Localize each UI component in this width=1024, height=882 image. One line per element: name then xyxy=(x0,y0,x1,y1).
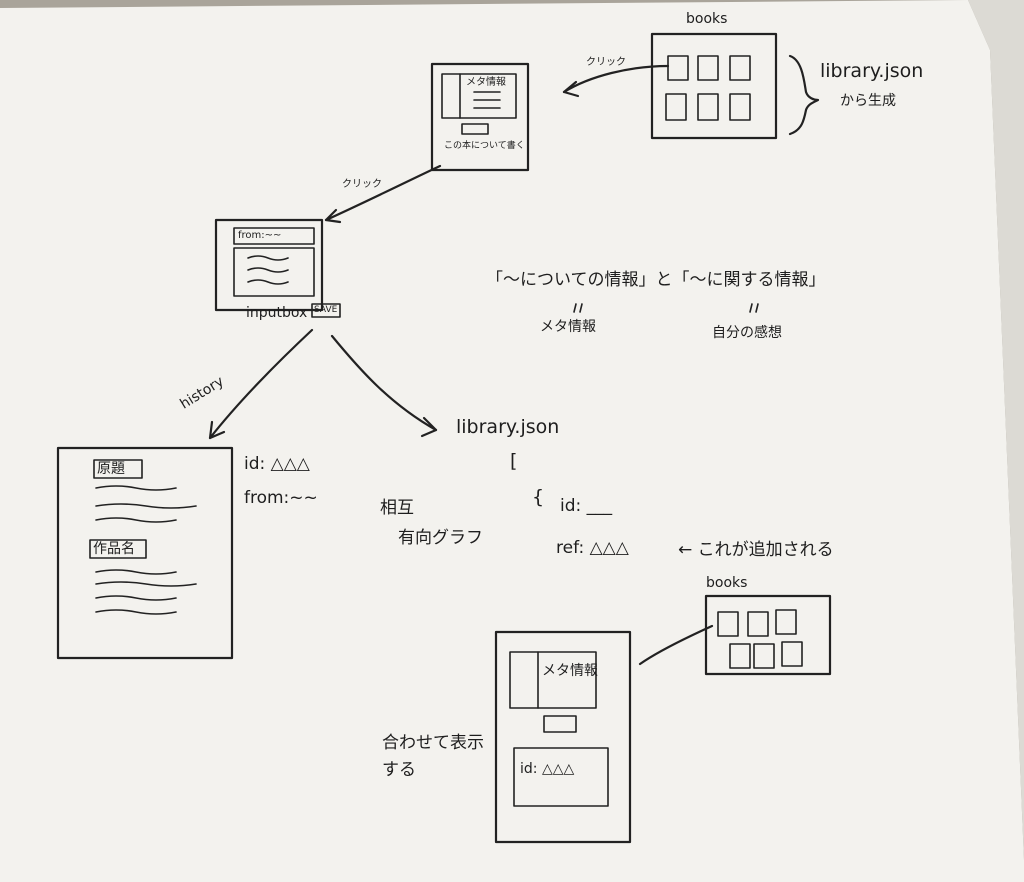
meta-info-small-label: メタ情報 xyxy=(466,77,506,88)
json-brace: { xyxy=(532,486,545,508)
input-page-mock xyxy=(214,218,341,318)
detail-page-mock xyxy=(430,62,530,172)
paper-underlay xyxy=(968,0,1024,860)
library-json-label-top: library.json xyxy=(820,60,924,82)
added-note-label: ← これが追加される xyxy=(678,540,834,560)
books-grid-top xyxy=(650,32,778,140)
arrow-click-mid xyxy=(324,164,442,222)
save-label: SAVE xyxy=(314,305,338,315)
mutual-label: 相互 xyxy=(380,498,414,518)
json-bracket: [ xyxy=(510,450,518,472)
arrow-library xyxy=(330,334,438,432)
library-json-label-mid: library.json xyxy=(456,416,560,438)
history-document xyxy=(56,446,234,660)
books-label-bottom: books xyxy=(706,575,748,591)
books-grid-bottom xyxy=(704,594,832,676)
arrow-history xyxy=(208,328,314,440)
generate-from-label: から生成 xyxy=(840,93,896,109)
directed-graph-label: 有向グラフ xyxy=(398,528,483,548)
click-label-top: クリック xyxy=(586,57,626,68)
meta-info-bottom-label: メタ情報 xyxy=(542,663,598,679)
card-title-1: 原題 xyxy=(97,461,125,477)
curly-brace-top xyxy=(788,54,820,136)
arrow-click-top xyxy=(562,64,670,94)
from-field-2-label: from:~~ xyxy=(244,488,318,508)
id-field-label: id: △△△ xyxy=(244,454,310,474)
display-together-label: 合わせて表示する xyxy=(382,733,484,781)
id-bottom-label: id: △△△ xyxy=(520,761,575,777)
bottom-detail-page xyxy=(494,630,632,844)
click-label-mid: クリック xyxy=(342,179,382,190)
inputbox-label: inputbox xyxy=(246,305,308,321)
meta-info-mid-label: メタ情報 xyxy=(540,319,596,335)
from-field-label: from:~~ xyxy=(238,230,282,241)
write-here-label: この本について書く xyxy=(444,141,525,151)
books-label-top: books xyxy=(686,11,728,27)
info-phrases-label: 「～についての情報」と「～に関する情報」 xyxy=(486,270,826,290)
json-id-field: id: ___ xyxy=(560,496,613,516)
ref-field-label: ref: △△△ xyxy=(556,538,629,558)
card-title-2: 作品名 xyxy=(93,541,135,557)
own-thoughts-label: 自分の感想 xyxy=(712,325,782,341)
